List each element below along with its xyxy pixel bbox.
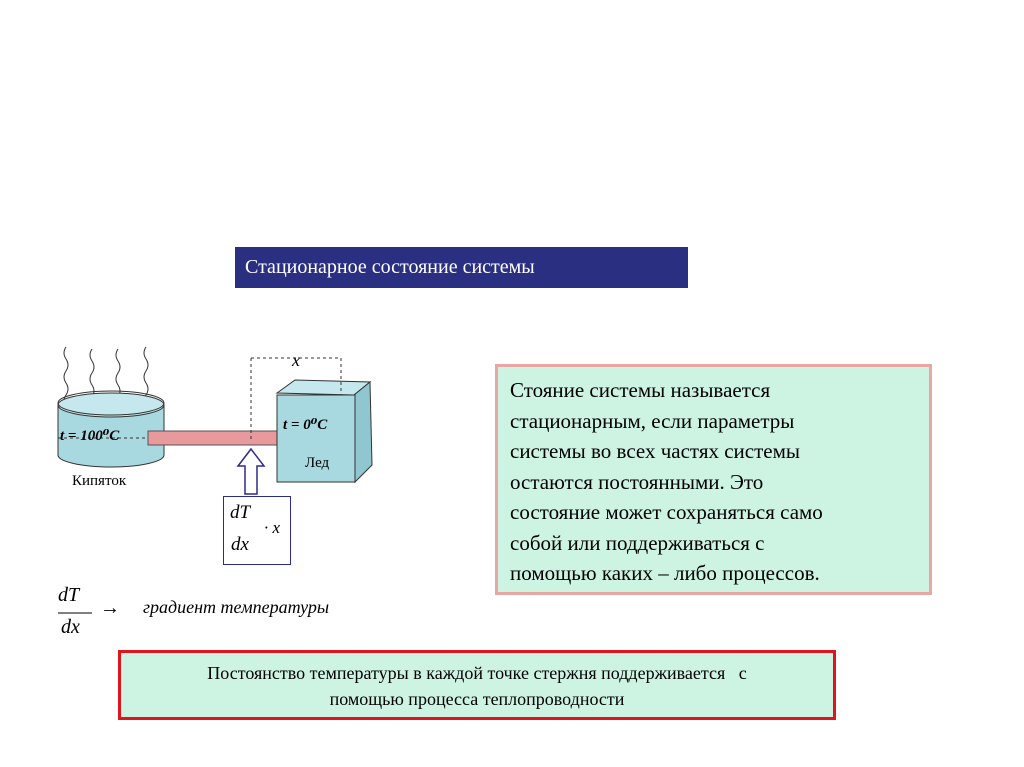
- boiling-temp-label: t = 100⁰C: [60, 428, 120, 444]
- box-fraction-denominator: dx: [231, 534, 249, 555]
- slide-title: Стационарное состояние системы: [235, 247, 688, 288]
- box-fraction-numerator: dT: [230, 502, 251, 523]
- box-fraction-multiplier: · x: [264, 518, 281, 537]
- ice-temp-label: t = 0⁰C: [283, 417, 328, 433]
- gradient-times-x-box: [223, 496, 291, 565]
- definition-line: состояние может сохраняться само: [510, 500, 823, 524]
- conclusion-line: помощью процесса теплопроводности: [329, 689, 625, 709]
- x-dimension: [250, 357, 342, 440]
- boiling-water-vessel: [57, 390, 165, 468]
- up-arrow-icon: [236, 447, 266, 495]
- conclusion-box: Постоянство температуры в каждой точке с…: [118, 650, 836, 720]
- definition-line: остаются постоянными. Это: [510, 469, 764, 494]
- definition-line: собой или поддерживаться с: [510, 530, 765, 555]
- definition-box: Стояние системы называется стационарным,…: [495, 364, 932, 595]
- gradient-numerator: dT: [58, 584, 80, 606]
- conclusion-line: Постоянство температуры в каждой точке с…: [207, 663, 747, 683]
- definition-line: системы во всех частях системы: [510, 439, 801, 463]
- gradient-label: градиент температуры: [143, 597, 330, 617]
- gradient-arrow-icon: →: [100, 597, 120, 619]
- metal-rod: [147, 430, 285, 446]
- x-label: x: [292, 350, 300, 370]
- gradient-denominator: dx: [61, 616, 80, 638]
- definition-line: Стояние системы называется: [510, 378, 771, 402]
- definition-line: помощью каких – либо процессов.: [510, 561, 820, 585]
- definition-line: стационарным, если параметры: [510, 408, 795, 433]
- boiling-water-label: Кипяток: [72, 473, 127, 489]
- ice-label: Лед: [305, 455, 330, 471]
- ice-cube: [275, 379, 373, 484]
